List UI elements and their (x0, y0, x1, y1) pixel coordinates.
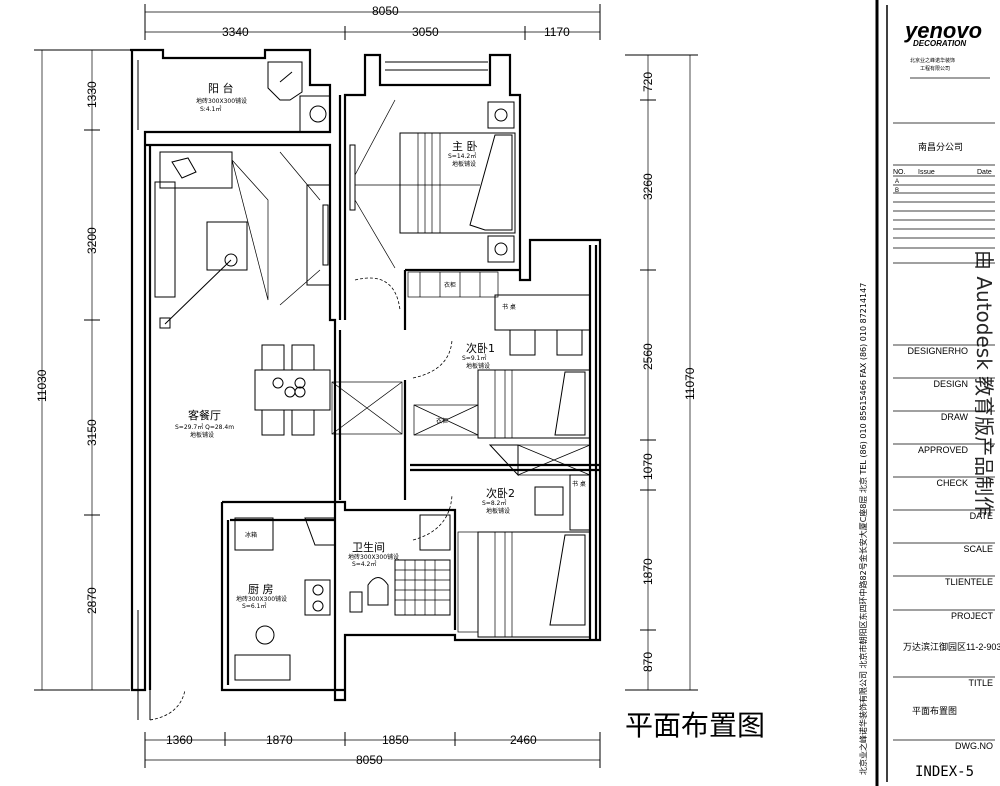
dim-left-4: 2870 (85, 587, 99, 614)
dim-bottom-2: 1870 (266, 733, 293, 747)
dim-right-2: 3260 (641, 173, 655, 200)
dim-right-total: 11070 (683, 367, 697, 400)
dim-top-1: 3340 (222, 25, 249, 39)
company-line-2: 工程有限公司 (920, 65, 950, 72)
master-bedroom-label: 主 卧 (452, 140, 478, 153)
kitchen-floor: 地砖300X300铺设 (236, 595, 287, 603)
project-value: 万达滨江御园区11-2-903 (903, 641, 1000, 652)
dim-left-2: 3200 (85, 227, 99, 254)
field-designerho: DESIGNERHO (907, 346, 968, 356)
title-value: 平面布置图 (912, 705, 957, 716)
field-draw: DRAW (941, 412, 969, 422)
field-project: PROJECT (951, 611, 994, 621)
bathroom-area: S=4.2㎡ (352, 560, 376, 568)
bathroom-floor: 地砖300X300铺设 (348, 553, 399, 561)
drawing-title: 平面布置图 (625, 709, 765, 742)
bedroom2-label: 次卧2 (486, 486, 515, 500)
dimension-bottom: 1360 1870 1850 2460 8050 (144, 732, 601, 768)
dim-bottom-4: 2460 (510, 733, 537, 747)
field-check: CHECK (936, 478, 968, 488)
balcony-floor: 地砖300X300铺设 (196, 97, 247, 105)
living-floor: 地板铺设 (190, 431, 214, 439)
master-bedroom-floor: 地板铺设 (452, 160, 476, 168)
master-bedroom-area: S=14.2㎡ (448, 152, 476, 160)
dim-left-1: 1330 (85, 81, 99, 108)
dim-top-3: 1170 (544, 25, 570, 39)
address-strip: 北京业之峰诺华装饰有限公司 北京市朝阳区东四环中路82号金长安大厦C座8层 北京… (858, 283, 868, 775)
bedroom2-desk-label: 书 桌 (572, 480, 586, 488)
kitchen-label: 厨 房 (248, 583, 274, 596)
dim-right-4: 1070 (641, 453, 655, 480)
rev-header-no: NO. (893, 169, 906, 176)
dwg-label: DWG.NO (955, 741, 993, 751)
dimension-left: 1330 3200 3150 2870 11030 (34, 49, 130, 691)
dimension-right: 720 3260 2560 1070 1870 870 11070 (625, 54, 698, 691)
dimension-top: 8050 3340 3050 1170 (144, 4, 601, 40)
field-clientele: TLIENTELE (945, 577, 993, 587)
field-design: DESIGN (933, 379, 968, 389)
master-wardrobe-label: 衣柜 (444, 281, 456, 289)
living-label: 客餐厅 (188, 408, 221, 422)
logo-main: yenovo (904, 18, 982, 43)
rev-row-b: B (895, 188, 899, 194)
field-date: DATE (970, 511, 993, 521)
bedroom1-wardrobe-label: 衣柜 (436, 417, 448, 425)
bedroom1-desk-label: 书 桌 (502, 303, 516, 311)
bathroom-label: 卫生间 (352, 540, 385, 554)
room-bedroom-2: 书 桌 次卧2 S=8.2㎡ 地板铺设 (412, 444, 591, 638)
branch-name: 南昌分公司 (918, 141, 963, 152)
bedroom1-area: S=9.1㎡ (462, 354, 486, 362)
living-area: S=29.7㎡ Q=28.4m (175, 423, 234, 431)
dwg-value: INDEX-5 (915, 764, 974, 780)
watermark: 由 Autodesk 教育版产品制作 (972, 250, 996, 516)
room-bathroom: 卫生间 地砖300X300铺设 S=4.2㎡ (348, 514, 451, 616)
dim-bottom-1: 1360 (166, 733, 193, 747)
room-bedroom-1: 书 桌 衣柜 次卧1 S=9.1㎡ 地板铺设 (412, 294, 591, 439)
title-block: yenovo DECORATION 北京业之峰诺华装饰 工程有限公司 南昌分公司… (893, 18, 1000, 780)
dim-left-3: 3150 (85, 419, 99, 446)
room-balcony: 阳 台 地砖300X300铺设 S:4.1㎡ (196, 61, 331, 133)
company-line-1: 北京业之峰诺华装饰 (910, 57, 955, 64)
balcony-area: S:4.1㎡ (200, 105, 221, 113)
field-scale: SCALE (963, 544, 993, 554)
dim-top-total: 8050 (372, 4, 399, 18)
dim-right-3: 2560 (641, 343, 655, 370)
dim-bottom-3: 1850 (382, 733, 409, 747)
bedroom1-label: 次卧1 (466, 341, 495, 355)
dim-right-6: 870 (641, 652, 655, 672)
dim-right-5: 1870 (641, 558, 655, 585)
bedroom1-floor: 地板铺设 (466, 362, 490, 370)
kitchen-area: S=6.1㎡ (242, 602, 266, 610)
kitchen-fridge-label: 冰箱 (245, 531, 257, 539)
bedroom2-floor: 地板铺设 (486, 507, 510, 515)
walls (130, 48, 602, 721)
logo-sub: DECORATION (913, 39, 966, 48)
title-block-fields: DESIGNERHO DESIGN DRAW APPROVED CHECK DA… (893, 344, 1000, 780)
bedroom2-area: S=8.2㎡ (482, 499, 506, 507)
room-master-bedroom: 主 卧 S=14.2㎡ 地板铺设 衣柜 (349, 99, 516, 311)
room-kitchen: 冰箱 厨 房 地砖300X300铺设 S=6.1㎡ (234, 517, 336, 681)
dim-right-1: 720 (641, 72, 655, 92)
rev-header-issue: Issue (918, 169, 935, 176)
title-label: TITLE (968, 678, 993, 688)
dim-left-total: 11030 (35, 369, 49, 402)
dim-bottom-total: 8050 (356, 753, 383, 767)
room-living-dining: 客餐厅 S=29.7㎡ Q=28.4m 地板铺设 (154, 151, 403, 439)
rev-row-a: A (895, 179, 899, 185)
dim-top-2: 3050 (412, 25, 439, 39)
rev-header-date: Date (977, 169, 992, 176)
balcony-label: 阳 台 (208, 81, 234, 95)
field-approved: APPROVED (918, 445, 969, 455)
